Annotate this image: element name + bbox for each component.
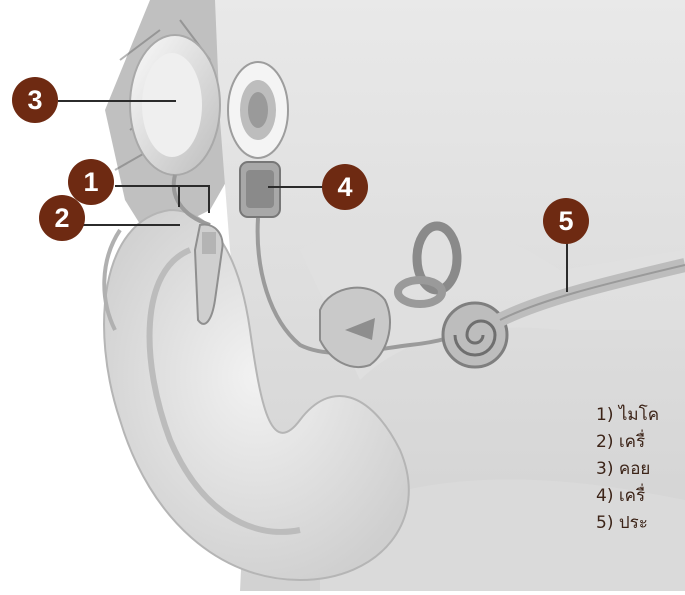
leader-line-1-drop-b [208, 185, 210, 213]
leader-line-1-drop-a [178, 185, 180, 207]
legend-item-4: 4) เครื่ [596, 483, 685, 510]
component-legend: 1) ไมโค 2) เครื่ 3) คอย 4) เครื่ 5) ประ [596, 402, 685, 537]
leader-line-1 [115, 185, 210, 187]
callout-badge-4: 4 [322, 164, 368, 210]
legend-item-3: 3) คอย [596, 456, 685, 483]
legend-item-5: 5) ประ [596, 510, 685, 537]
legend-item-1: 1) ไมโค [596, 402, 685, 429]
leader-line-4 [268, 186, 324, 188]
callout-badge-5: 5 [543, 198, 589, 244]
callout-badge-3: 3 [12, 77, 58, 123]
leader-line-3 [58, 100, 176, 102]
cochlea [443, 303, 507, 367]
legend-item-2: 2) เครื่ [596, 429, 685, 456]
leader-line-2 [80, 224, 180, 226]
callout-badge-2: 2 [39, 195, 85, 241]
